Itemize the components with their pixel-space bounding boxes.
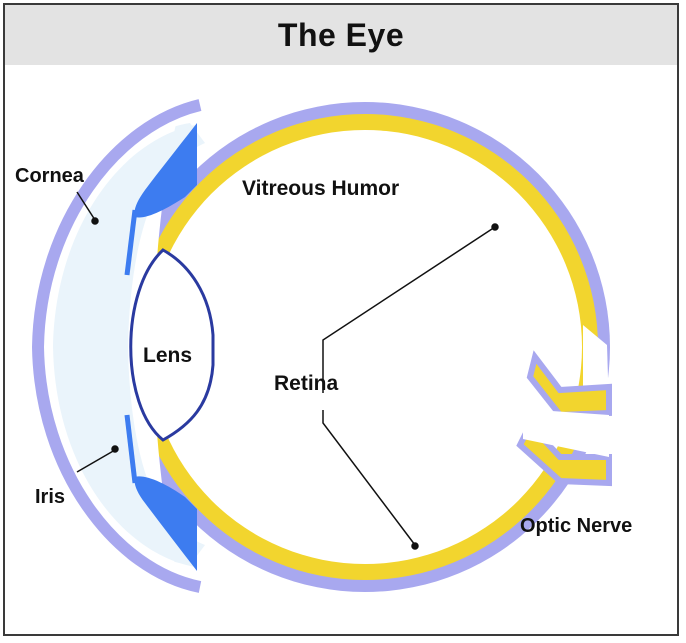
label-retina: Retina [274, 372, 339, 395]
label-iris: Iris [35, 486, 65, 508]
label-optic-nerve: Optic Nerve [520, 515, 632, 537]
label-cornea: Cornea [15, 165, 85, 187]
diagram-frame: The Eye [3, 3, 679, 636]
eye-diagram: Cornea Iris Lens Vitreous Humor Retina O… [5, 5, 677, 634]
label-vitreous-humor: Vitreous Humor [242, 177, 399, 200]
cornea-leader-dot [92, 218, 98, 224]
label-lens: Lens [143, 344, 192, 367]
iris-leader-dot [112, 446, 118, 452]
retina-leader-upper-dot [492, 224, 498, 230]
retina-leader-lower-dot [412, 543, 418, 549]
